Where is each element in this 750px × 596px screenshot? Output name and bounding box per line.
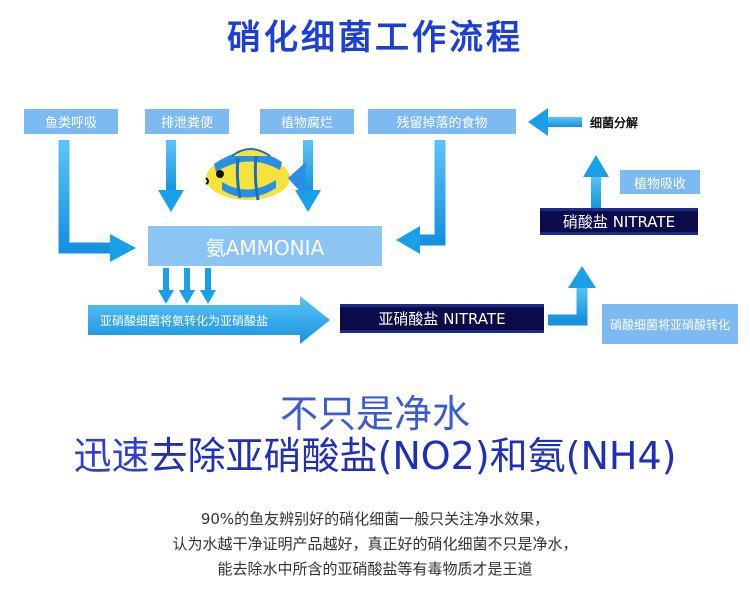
- source-leftover-food: 残留掉落的食物: [368, 109, 516, 134]
- nitrite-box: 亚硝酸盐 NITRATE: [340, 304, 544, 333]
- arrow-small-1-head: [158, 290, 174, 304]
- arrow-nitrite-up-head: [568, 266, 596, 288]
- fish-illustration: [206, 149, 306, 200]
- arrow-leftover-to-ammonia: [418, 140, 440, 240]
- nitrate-step-box: 硝酸细菌将亚硝酸转化: [602, 304, 738, 344]
- arrow-decomp-head: [528, 108, 548, 136]
- arrow-head-right: [396, 226, 420, 254]
- arrow-excretion-head: [158, 190, 184, 212]
- paragraph-line-2: 认为水越干净证明产品越好，真正好的硝化细菌不只是净水，: [0, 533, 750, 554]
- arrow-up-head: [583, 155, 609, 177]
- headline-remove-toxins-main: 去除亚硝酸盐(NO2)和氨(NH4): [150, 434, 677, 478]
- arrow-small-1-shaft: [163, 268, 169, 292]
- source-plant-rot: 植物腐烂: [260, 109, 354, 134]
- arrow-fish-breathing-to-ammonia: [64, 140, 112, 248]
- ammonia-box: 氨AMMONIA: [148, 226, 382, 266]
- arrow-small-3-head: [200, 290, 216, 304]
- arrow-excretion-shaft: [166, 140, 176, 192]
- paragraph-line-1: 90%的鱼友辨别好的硝化细菌一般只关注净水效果，: [0, 508, 750, 529]
- arrow-small-2-head: [179, 290, 195, 304]
- source-fish-breathing: 鱼类呼吸: [24, 109, 118, 134]
- arrow-nitrite-up: [548, 286, 582, 320]
- source-excretion: 排泄粪便: [145, 109, 229, 134]
- label-plant-absorb: 植物吸收: [620, 170, 700, 194]
- arrow-small-2-shaft: [184, 268, 190, 292]
- headline-remove-toxins: 迅速去除亚硝酸盐(NO2)和氨(NH4): [0, 425, 750, 480]
- arrow-up-shaft: [591, 175, 601, 209]
- label-decomposition: 细菌分解: [590, 114, 638, 131]
- arrow-head-left: [110, 234, 136, 262]
- nitrate-top-box: 硝酸盐 NITRATE: [540, 208, 698, 235]
- paragraph-line-3: 能去除水中所含的亚硝酸盐等有毒物质才是王道: [0, 558, 750, 579]
- arrow-plant-rot-head: [295, 190, 321, 212]
- headline-remove-toxins-prefix: 迅速: [73, 434, 149, 478]
- nitrite-step-label: 亚硝酸细菌将氨转化为亚硝酸盐: [100, 312, 268, 329]
- arrow-small-3-shaft: [205, 268, 211, 292]
- arrow-decomp-shaft: [546, 117, 582, 127]
